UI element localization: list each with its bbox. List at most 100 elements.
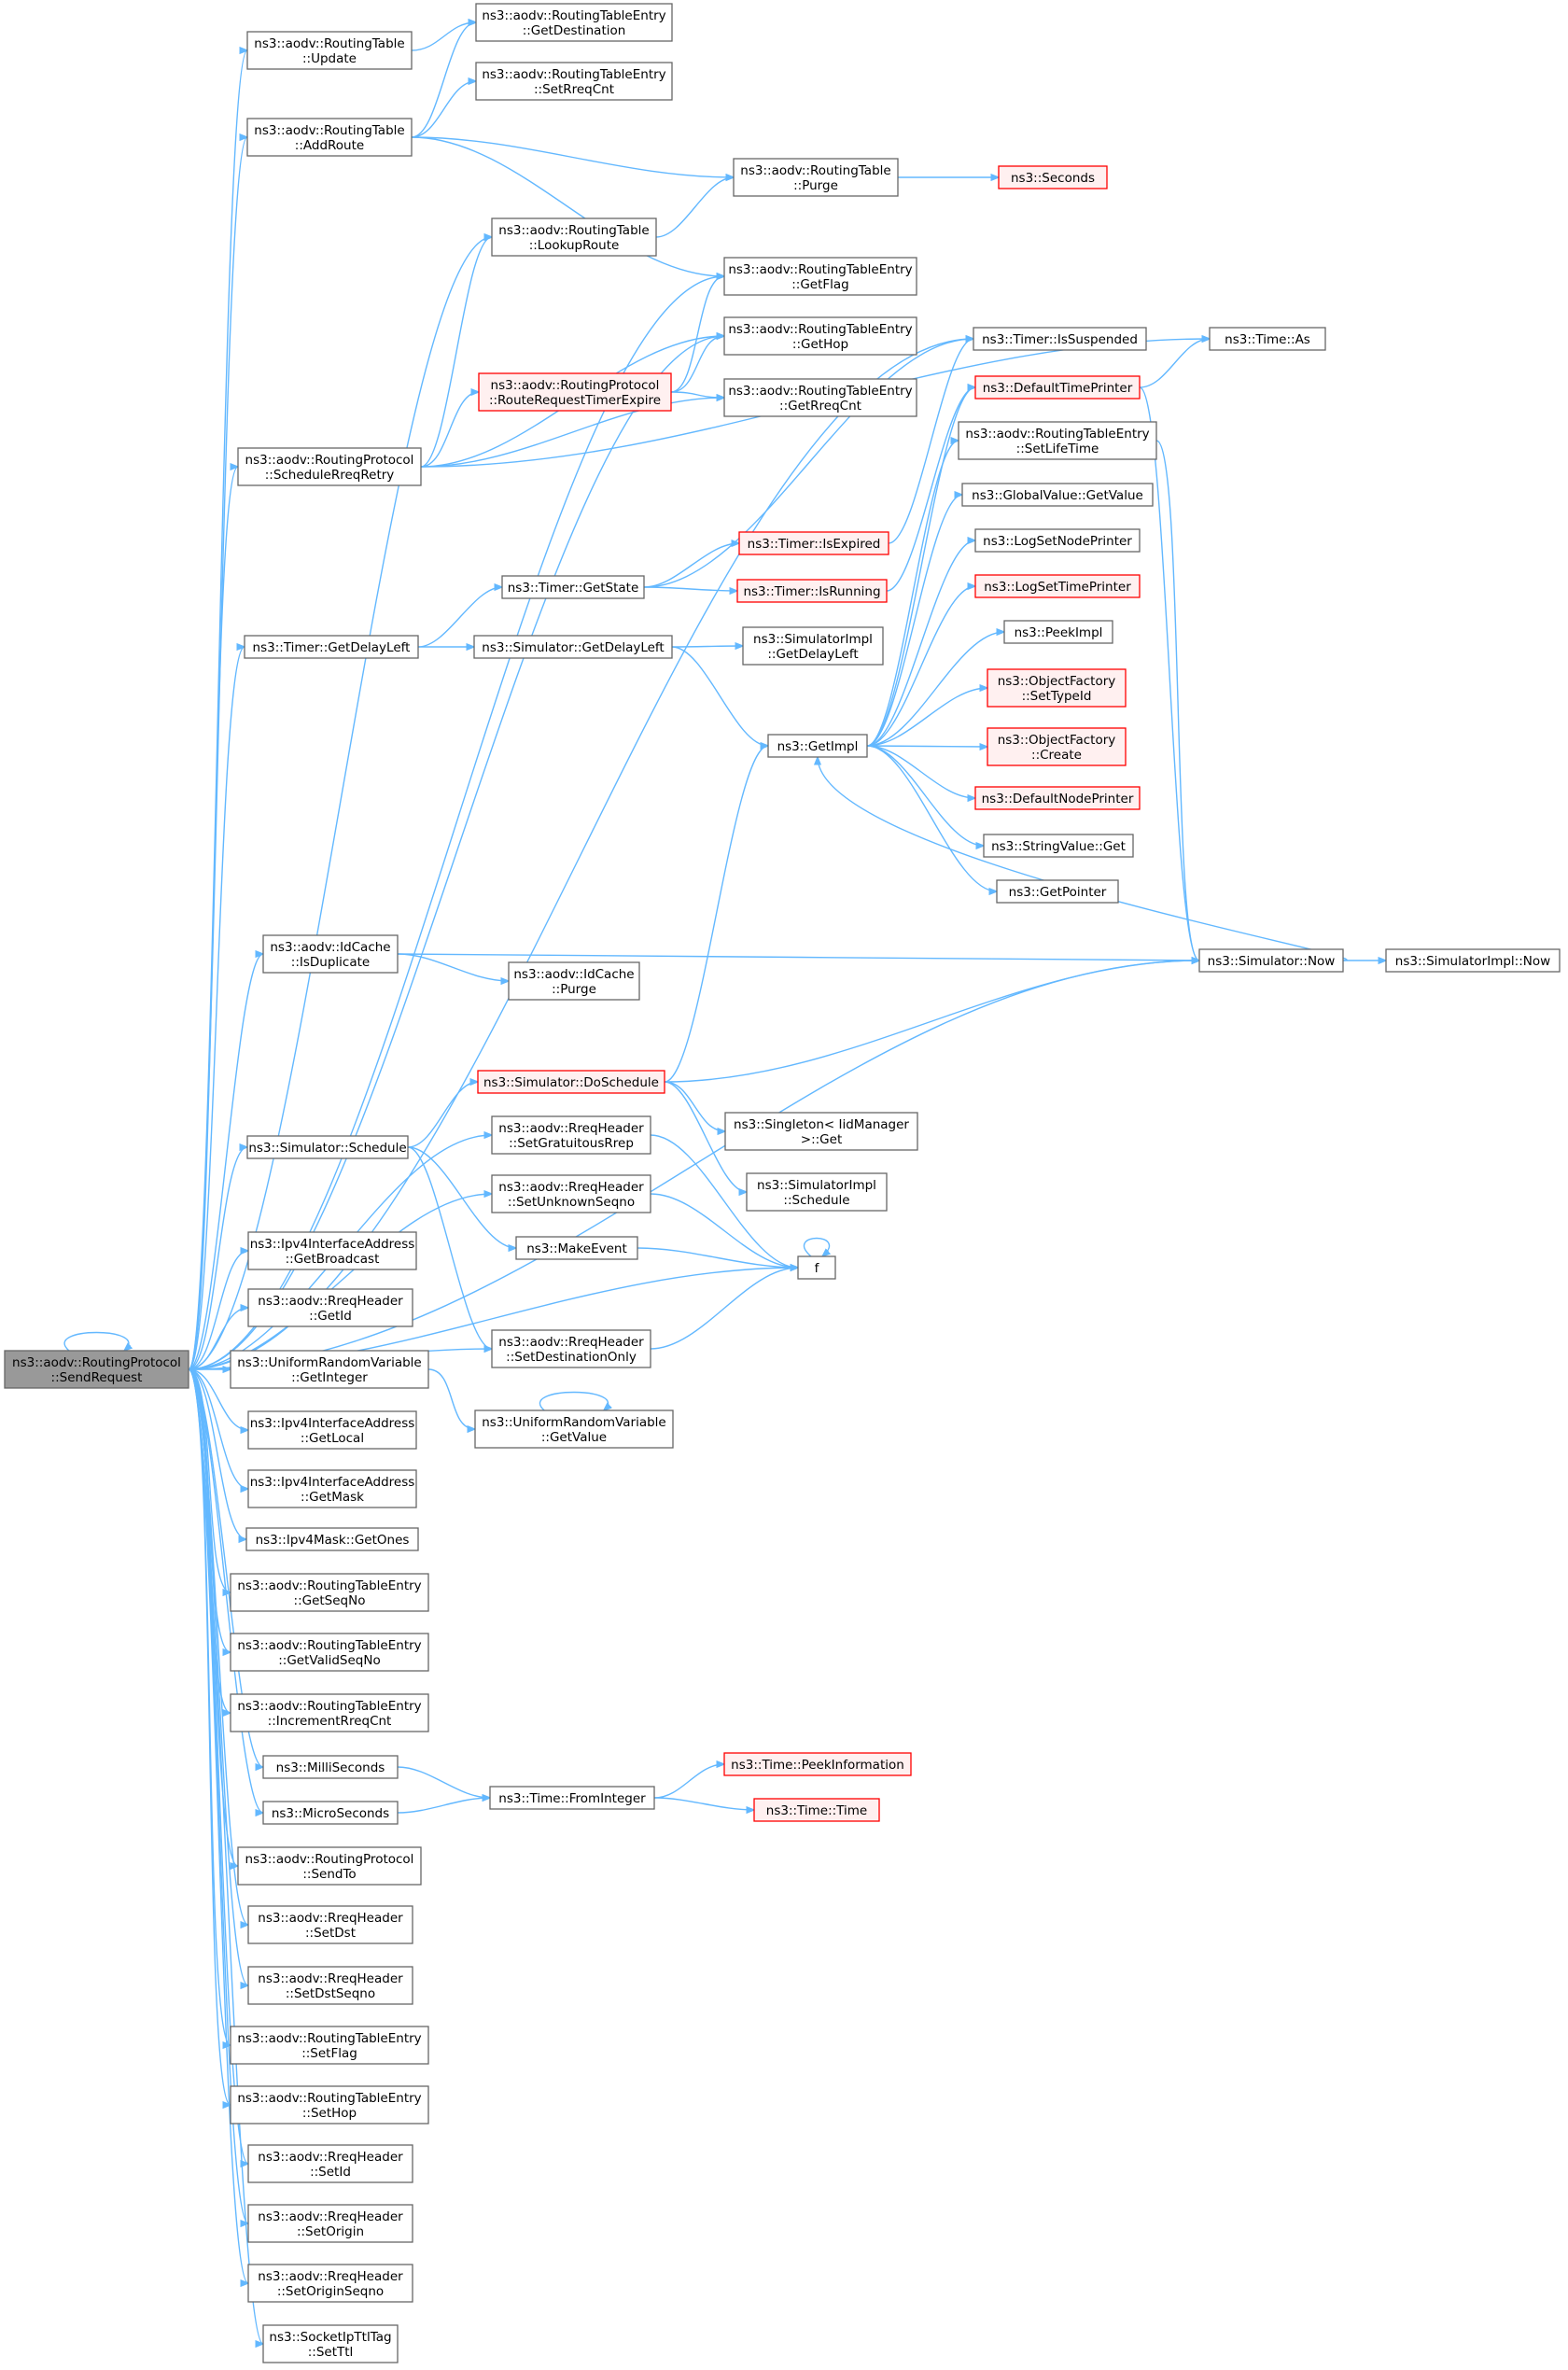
edge-getimpl-to-logsetnodeprinter <box>866 540 975 747</box>
node-label-line: ::GetBroadcast <box>286 1252 380 1267</box>
node-label-line: ns3::SocketIpTtlTag <box>269 2330 391 2345</box>
graph-node-sim-now[interactable]: ns3::Simulator::Now <box>1198 948 1344 973</box>
graph-node-getpointer[interactable]: ns3::GetPointer <box>996 879 1119 904</box>
graph-node-rt-addroute[interactable]: ns3::aodv::RoutingTable::AddRoute <box>246 118 413 157</box>
node-label-line: ns3::DefaultNodePrinter <box>982 792 1134 806</box>
node-label-line: ns3::aodv::RoutingTableEntry <box>237 1699 421 1714</box>
edge-send-request-to-rreq-getid <box>188 1308 248 1370</box>
graph-node-stringvalue-get[interactable]: ns3::StringValue::Get <box>983 834 1134 858</box>
graph-node-rte-sethop[interactable]: ns3::aodv::RoutingTableEntry::SetHop <box>230 2085 429 2125</box>
node-label-line: ns3::aodv::IdCache <box>513 967 634 982</box>
edge-timer-getdelayleft-to-timer-getstate <box>417 587 502 648</box>
graph-node-peekimpl[interactable]: ns3::PeekImpl <box>1003 620 1113 644</box>
node-label-line: ::GetSeqNo <box>294 1593 366 1608</box>
graph-node-rte-gethop[interactable]: ns3::aodv::RoutingTableEntry::GetHop <box>723 316 917 356</box>
graph-node-microseconds[interactable]: ns3::MicroSeconds <box>262 1801 399 1825</box>
edge-getimpl-to-defaulttimeprinter <box>866 387 975 747</box>
node-label-line: ns3::aodv::RoutingTableEntry <box>728 384 912 399</box>
graph-node-timer-isexpired[interactable]: ns3::Timer::IsExpired <box>738 531 889 555</box>
graph-node-time-peekinformation[interactable]: ns3::Time::PeekInformation <box>723 1752 912 1776</box>
graph-node-time-frominteger[interactable]: ns3::Time::FromInteger <box>489 1786 655 1810</box>
graph-node-rreq-getid[interactable]: ns3::aodv::RreqHeader::GetId <box>247 1288 413 1327</box>
graph-node-ipv4mask-getones[interactable]: ns3::Ipv4Mask::GetOnes <box>245 1527 419 1551</box>
graph-node-of-create[interactable]: ns3::ObjectFactory::Create <box>987 727 1127 766</box>
graph-node-timer-isrunning[interactable]: ns3::Timer::IsRunning <box>736 579 888 603</box>
graph-node-milliseconds[interactable]: ns3::MilliSeconds <box>262 1755 399 1779</box>
graph-node-idcache-isduplicate[interactable]: ns3::aodv::IdCache::IsDuplicate <box>262 934 399 974</box>
graph-node-rt-lookuproute[interactable]: ns3::aodv::RoutingTable::LookupRoute <box>491 217 657 257</box>
node-box <box>247 2144 413 2183</box>
graph-node-rte-setrreqcnt[interactable]: ns3::aodv::RoutingTableEntry::SetRreqCnt <box>475 62 673 101</box>
graph-node-rte-incrementrreqcnt[interactable]: ns3::aodv::RoutingTableEntry::IncrementR… <box>230 1693 429 1732</box>
edge-rreq-setgratuitous-to-f <box>650 1134 798 1268</box>
graph-node-rreq-setoriginseqno[interactable]: ns3::aodv::RreqHeader::SetOriginSeqno <box>247 2264 413 2303</box>
graph-node-globalvalue-getvalue[interactable]: ns3::GlobalValue::GetValue <box>961 483 1154 507</box>
graph-node-logsettimeprinter[interactable]: ns3::LogSetTimePrinter <box>974 574 1141 598</box>
edge-getimpl-to-rte-setlifetime <box>866 441 959 747</box>
node-label-line: ns3::ObjectFactory <box>998 674 1116 689</box>
graph-node-time-time[interactable]: ns3::Time::Time <box>753 1798 880 1822</box>
graph-node-rte-setflag[interactable]: ns3::aodv::RoutingTableEntry::SetFlag <box>230 2026 429 2065</box>
node-label-line: ::SendTo <box>302 1867 356 1882</box>
node-label-line: ns3::aodv::RoutingTableEntry <box>728 262 912 277</box>
graph-node-getimpl[interactable]: ns3::GetImpl <box>767 734 868 758</box>
graph-node-rte-getseqno[interactable]: ns3::aodv::RoutingTableEntry::GetSeqNo <box>230 1573 429 1612</box>
graph-node-singleton-get[interactable]: ns3::Singleton< IidManager >::Get <box>724 1112 918 1151</box>
edge-getimpl-to-defaultnodeprinter <box>866 745 975 798</box>
graph-node-rp-rreqtimerexpire[interactable]: ns3::aodv::RoutingProtocol::RouteRequest… <box>478 372 672 412</box>
node-box <box>230 2085 429 2125</box>
graph-node-rreq-setdst[interactable]: ns3::aodv::RreqHeader::SetDst <box>247 1905 413 1944</box>
graph-node-timer-getstate[interactable]: ns3::Timer::GetState <box>501 575 645 599</box>
graph-node-urv-getinteger[interactable]: ns3::UniformRandomVariable::GetInteger <box>230 1350 429 1389</box>
graph-node-rreq-setdstseqno[interactable]: ns3::aodv::RreqHeader::SetDstSeqno <box>247 1966 413 2005</box>
edge-rp-rreqtimerexpire-to-rte-getflag <box>670 276 724 393</box>
node-box <box>515 1236 638 1260</box>
graph-node-ipv4ia-getmask[interactable]: ns3::Ipv4InterfaceAddress::GetMask <box>247 1469 417 1508</box>
graph-node-rt-purge[interactable]: ns3::aodv::RoutingTable::Purge <box>733 158 899 197</box>
node-label-line: ns3::Seconds <box>1011 171 1095 186</box>
graph-node-f[interactable]: f <box>797 1255 836 1280</box>
graph-node-simimpl-now[interactable]: ns3::SimulatorImpl::Now <box>1385 948 1561 973</box>
node-box <box>262 1755 399 1779</box>
graph-node-timer-issuspended[interactable]: ns3::Timer::IsSuspended <box>973 327 1147 351</box>
graph-node-ipv4ia-getlocal[interactable]: ns3::Ipv4InterfaceAddress::GetLocal <box>247 1410 417 1450</box>
graph-node-rreq-setdestonly[interactable]: ns3::aodv::RreqHeader::SetDestinationOnl… <box>491 1329 651 1368</box>
graph-node-send-request[interactable]: ns3::aodv::RoutingProtocol::SendRequest <box>4 1350 189 1389</box>
node-box <box>1385 948 1561 973</box>
graph-node-time-as[interactable]: ns3::Time::As <box>1209 327 1326 351</box>
node-label-line: ns3::aodv::RoutingProtocol <box>12 1355 181 1370</box>
graph-node-socketipttltag-setttl[interactable]: ns3::SocketIpTtlTag::SetTtl <box>262 2324 399 2363</box>
graph-node-simimpl-getdelayleft[interactable]: ns3::SimulatorImpl::GetDelayLeft <box>742 626 884 666</box>
graph-node-rp-schedulerreqretry[interactable]: ns3::aodv::RoutingProtocol::ScheduleRreq… <box>237 447 422 486</box>
node-box <box>974 528 1141 553</box>
graph-node-rp-sendto[interactable]: ns3::aodv::RoutingProtocol::SendTo <box>237 1846 422 1886</box>
node-label-line: ns3::aodv::RreqHeader <box>498 1121 644 1136</box>
edge-rp-rreqtimerexpire-to-rte-gethop <box>670 336 724 393</box>
graph-node-sim-doschedule[interactable]: ns3::Simulator::DoSchedule <box>477 1070 665 1094</box>
graph-node-rreq-setunknownseqno[interactable]: ns3::aodv::RreqHeader::SetUnknownSeqno <box>491 1174 651 1213</box>
graph-node-idcache-purge[interactable]: ns3::aodv::IdCache::Purge <box>508 961 640 1001</box>
node-box <box>987 727 1127 766</box>
graph-node-sim-getdelayleft[interactable]: ns3::Simulator::GetDelayLeft <box>473 635 673 659</box>
graph-node-rte-getvalidseqno[interactable]: ns3::aodv::RoutingTableEntry::GetValidSe… <box>230 1633 429 1672</box>
graph-node-sim-schedule[interactable]: ns3::Simulator::Schedule <box>246 1135 409 1159</box>
graph-node-timer-getdelayleft[interactable]: ns3::Timer::GetDelayLeft <box>244 635 419 659</box>
graph-node-makeevent[interactable]: ns3::MakeEvent <box>515 1236 638 1260</box>
graph-node-of-settypeid[interactable]: ns3::ObjectFactory::SetTypeId <box>987 668 1127 708</box>
graph-node-simimpl-schedule[interactable]: ns3::SimulatorImpl::Schedule <box>746 1172 888 1212</box>
graph-node-ipv4ia-getbroadcast[interactable]: ns3::Ipv4InterfaceAddress::GetBroadcast <box>247 1231 417 1270</box>
graph-node-rte-getrreqcnt[interactable]: ns3::aodv::RoutingTableEntry::GetRreqCnt <box>723 378 917 417</box>
graph-node-rt-update[interactable]: ns3::aodv::RoutingTable::Update <box>246 31 413 70</box>
graph-node-rreq-setid[interactable]: ns3::aodv::RreqHeader::SetId <box>247 2144 413 2183</box>
edge-rte-setlifetime-to-sim-now <box>1155 440 1200 961</box>
graph-node-urv-getvalue[interactable]: ns3::UniformRandomVariable::GetValue <box>474 1409 674 1449</box>
graph-node-defaulttimeprinter[interactable]: ns3::DefaultTimePrinter <box>974 375 1141 400</box>
graph-node-seconds[interactable]: ns3::Seconds <box>998 165 1108 189</box>
graph-node-rte-setlifetime[interactable]: ns3::aodv::RoutingTableEntry::SetLifeTim… <box>958 421 1157 460</box>
graph-node-logsetnodeprinter[interactable]: ns3::LogSetNodePrinter <box>974 528 1141 553</box>
graph-node-rte-getflag[interactable]: ns3::aodv::RoutingTableEntry::GetFlag <box>723 257 917 296</box>
graph-node-rreq-setgratuitous[interactable]: ns3::aodv::RreqHeader::SetGratuitousRrep <box>491 1115 651 1155</box>
graph-node-rreq-setorigin[interactable]: ns3::aodv::RreqHeader::SetOrigin <box>247 2204 413 2243</box>
graph-node-rte-getdest[interactable]: ns3::aodv::RoutingTableEntry::GetDestina… <box>475 3 673 42</box>
graph-node-defaultnodeprinter[interactable]: ns3::DefaultNodePrinter <box>974 786 1141 810</box>
